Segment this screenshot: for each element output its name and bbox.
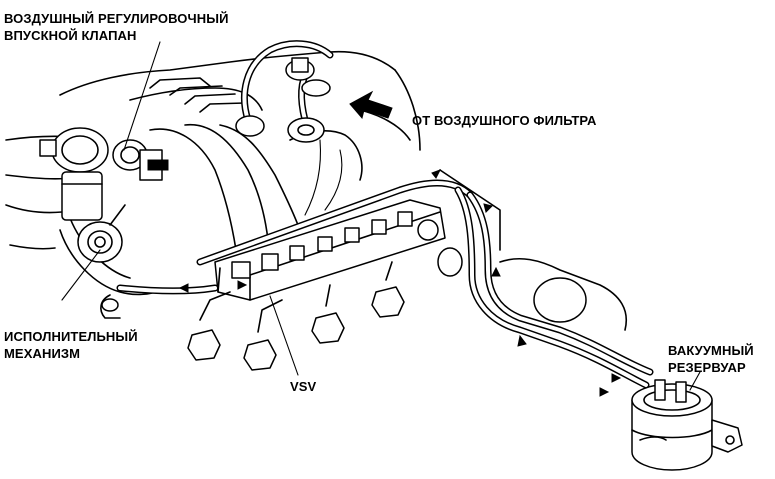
right-housing <box>439 169 627 331</box>
flow-arrows <box>178 90 622 397</box>
air-valve-leader <box>123 41 161 151</box>
vsv-label: VSV <box>290 379 317 394</box>
air-filter-hoses <box>235 40 334 143</box>
actuator <box>77 204 126 263</box>
intake-manifold <box>5 50 421 296</box>
leader-lines <box>61 41 701 391</box>
air-valve-label-line2: ВПУСКНОЙ КЛАПАН <box>4 28 137 43</box>
air-valve-label: ВОЗДУШНЫЙ РЕГУЛИРОВОЧНЫЙ ВПУСКНОЙ КЛАПАН <box>4 10 229 44</box>
throttle-body <box>39 127 169 221</box>
big-arrow-icon <box>349 90 393 120</box>
actuator-label-line2: МЕХАНИЗМ <box>4 346 81 361</box>
vacuum-tank <box>631 379 743 471</box>
vsv-rail <box>214 199 463 301</box>
vacuum-tank-label-line2: РЕЗЕРВУАР <box>668 360 746 375</box>
vacuum-tank-label: ВАКУУМНЫЙ РЕЗЕРВУАР <box>668 342 754 376</box>
injectors <box>100 261 405 371</box>
vacuum-tank-label-line1: ВАКУУМНЫЙ <box>668 343 754 358</box>
tank-leader <box>689 371 701 391</box>
air-valve-label-line1: ВОЗДУШНЫЙ РЕГУЛИРОВОЧНЫЙ <box>4 11 229 26</box>
from-air-filter-label: ОТ ВОЗДУШНОГО ФИЛЬТРА <box>412 113 597 128</box>
vacuum-hoses <box>116 139 654 389</box>
vsv-leader <box>269 295 299 376</box>
actuator-label-line1: ИСПОЛНИТЕЛЬНЫЙ <box>4 329 138 344</box>
actuator-leader <box>61 249 101 301</box>
actuator-label: ИСПОЛНИТЕЛЬНЫЙ МЕХАНИЗМ <box>4 328 138 362</box>
